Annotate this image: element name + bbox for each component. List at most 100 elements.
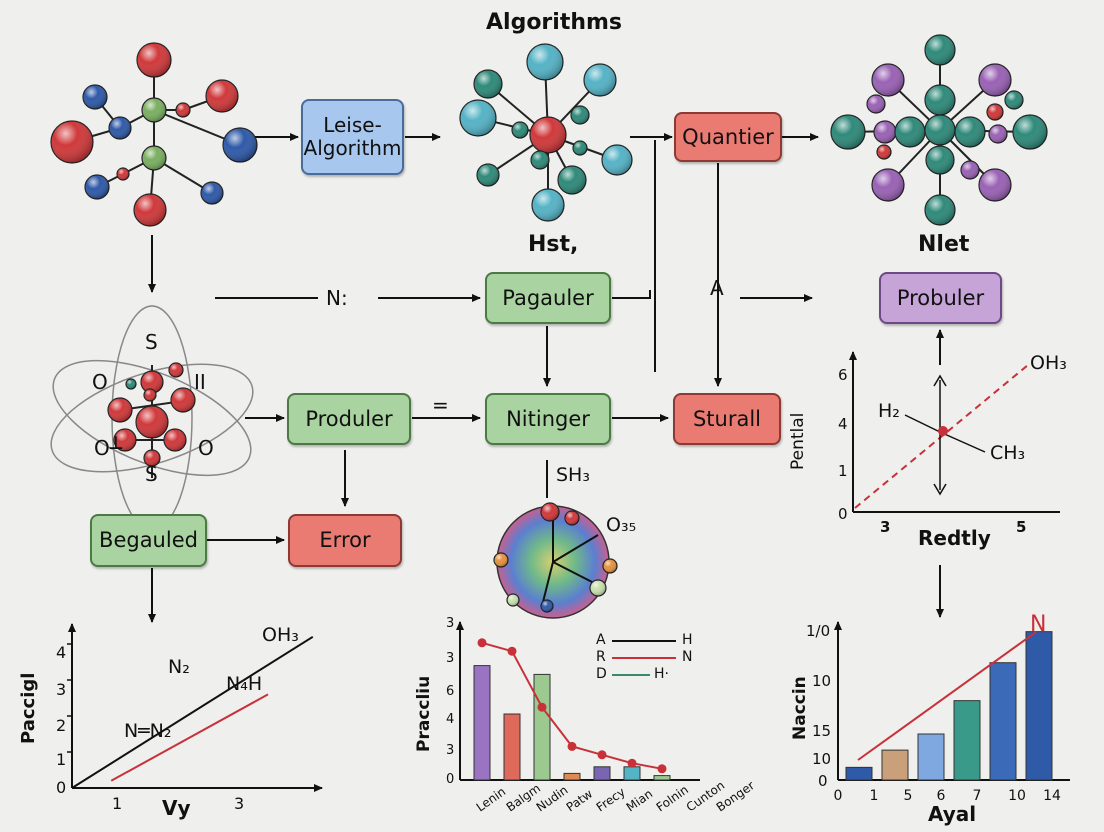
box-sturall[interactable]: Sturall [673,393,781,445]
bar-line-chart: LeninBalgmNudinPatwFrecyMianFolninCunton… [456,621,757,815]
atom-nucleus-ball-shade [171,388,195,412]
line-chart-ytick-1: 1 [56,750,67,769]
box-probuler[interactable]: Probuler [879,272,1002,324]
edge-label-a: A [710,276,724,300]
cluster-atom-shade [925,195,955,225]
bar-chart-bar [473,665,491,781]
box-begauled[interactable]: Begauled [90,514,207,567]
bar-chart-bar [623,766,641,781]
molecule-atom-shade [201,182,223,204]
cluster-atom-shade [532,189,564,221]
wheel-ball-shade [541,600,553,612]
cluster-atom-shade [877,145,891,159]
molecule-atom-shade [134,194,166,226]
bar-chart-ytick-d: 4 [446,712,455,727]
atom-nucleus-ball-shade [141,371,163,393]
bar2-chart-ytick-d: 10 [812,750,832,768]
mol-chart-xtick-5: 5 [1016,518,1027,536]
line-chart [67,623,323,792]
mol-chart-ylabel: Pentlal [788,412,808,470]
cluster-atom-shade [895,117,925,147]
mol-chart-xtick-3: 3 [880,518,891,536]
molecule-atom-shade [109,117,131,139]
cluster-atom-shade [867,95,885,113]
bar2-chart-xtick-label: 5 [904,788,913,804]
cluster-atom-shade [926,146,954,174]
cluster-atom-shade [925,85,955,115]
cluster-atom-shade [831,115,865,149]
box-produler[interactable]: Produler [287,393,411,445]
wheel-ball-shade [565,511,579,525]
bar-chart-ytick-a: 3 [446,616,455,631]
legend-d-left: D [596,666,607,682]
box-pagauler[interactable]: Pagauler [485,272,611,324]
mol-chart-xlabel: Redtly [918,526,991,550]
cluster-atom-shade [925,115,955,145]
diagram-title: Algorithms [486,10,623,35]
mol-chart-label-ch3: CH₃ [990,442,1026,464]
bar2-chart-bar [917,733,945,781]
bar-chart-line-point [507,646,517,656]
atom-label-o-bottom-left: O┴ [94,436,122,460]
cluster-atom-shade [987,104,1003,120]
cluster-atom-shade [979,169,1011,201]
atom-nucleus-ball-shade [144,389,156,401]
bar-chart-ytick-b: 3 [446,651,455,666]
line-chart-xtick-3: 3 [234,794,245,813]
bar-chart-ylabel: Praccliu [414,675,434,752]
cluster-atom-shade [573,141,587,155]
line-chart-ytick-4: 4 [56,643,67,662]
legend-a-left: A [596,632,606,648]
line-chart-label-n2: N₂ [168,656,190,678]
line-chart-label-oh3: OH₃ [262,624,299,646]
atom-nucleus-ball-shade [169,363,183,377]
cluster-atom-shade [874,121,896,143]
box-leise-algorithm[interactable]: Leise-Algorithm [301,99,404,175]
mol-chart-label-oh3: OH₃ [1030,352,1067,374]
bar2-chart-bar [845,766,873,781]
atom-nucleus-ball-shade [114,429,136,451]
bar-chart-ytick-c: 6 [446,684,455,699]
wheel-ball-shade [494,553,508,567]
bar-chart-category-label: Lenin [474,784,509,814]
atom-nucleus-ball-shade [144,450,160,466]
molecule-atom-shade [142,146,166,170]
legend-r-left: R [596,649,606,665]
line-chart-label-n4h: N₄H [226,673,263,695]
atom-spheres [50,34,1048,613]
box-nitinger[interactable]: Nitinger [485,393,611,445]
bar2-chart-ylabel: Naccin [790,676,810,740]
mol-chart-chevrons [933,374,947,496]
bar-chart-category-label: Frecy [594,785,628,815]
cluster-atom-shade [531,151,549,169]
atom-nucleus-ball-shade [136,406,168,438]
mol-chart-ytick-6: 6 [838,366,848,384]
mol-chart-ytick-4: 4 [838,415,848,433]
flow-connectors [148,133,944,623]
bar2-chart-xtick-label: 14 [1043,788,1061,804]
line-chart-series-1 [110,693,269,782]
molecule-atom-shade [137,43,171,77]
bar-chart-bar [503,713,521,781]
atom-label-ii: II [194,370,206,394]
bar-chart-category-label: Folnin [654,783,691,815]
bar-chart-category-label: Patw [564,786,596,814]
molecule-atom-shade [223,128,257,162]
atom-label-s-bottom: S [145,462,158,486]
cluster-atom-shade [955,117,985,147]
mol-chart-label-h2: H₂ [878,400,900,422]
molecule-atom-shade [83,85,107,109]
cluster-atom-shade [989,125,1007,143]
box-quantier[interactable]: Quantier [674,112,782,162]
molecule-atom-shade [85,175,109,199]
box-error[interactable]: Error [288,514,402,567]
line-chart-ylabel: Paccigl [18,672,39,744]
wheel-ball-shade [590,580,606,596]
cluster-atom-shade [584,64,616,96]
cluster-atom-shade [477,164,499,186]
bar-chart-ytick-e: 3 [446,743,455,758]
molecule-atom-shade [142,98,166,122]
legend-r-right: N [682,649,693,665]
bar-chart-ytick-f: 0 [446,772,455,787]
bar-chart-line-point [567,741,577,751]
